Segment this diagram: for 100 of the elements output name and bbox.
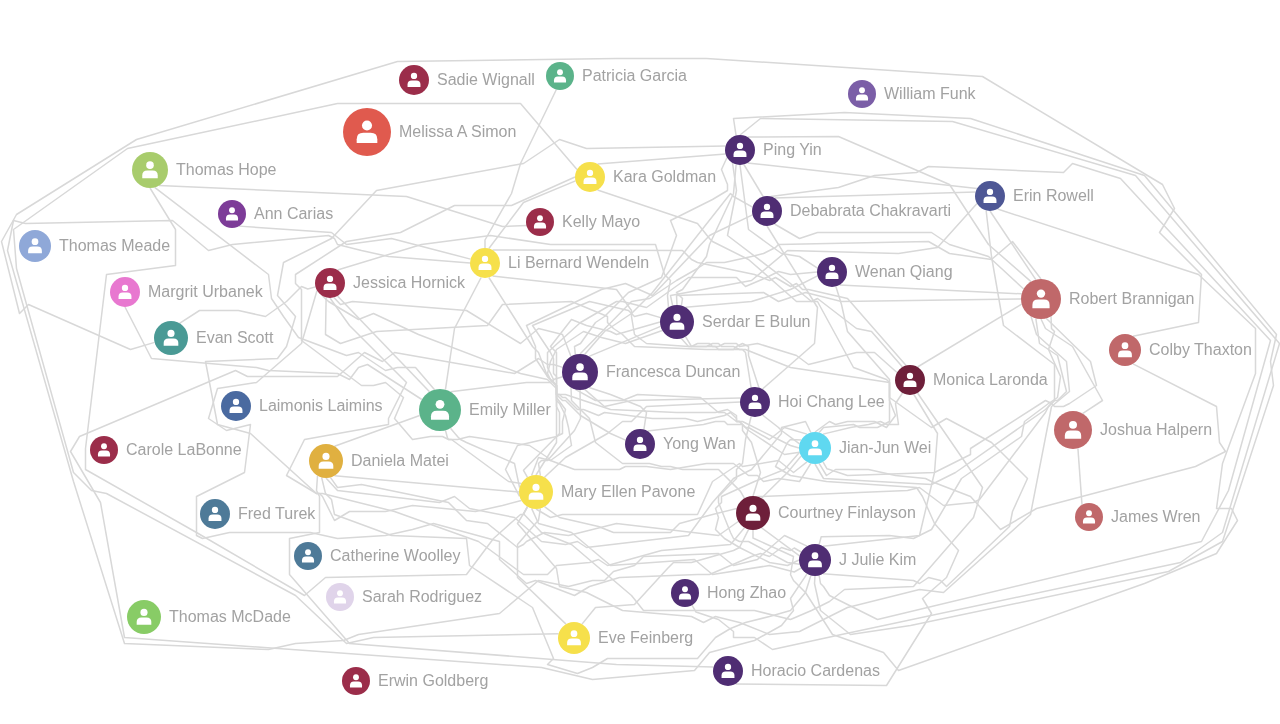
edge-line	[321, 295, 801, 456]
person-name: Laimonis Laimins	[258, 397, 384, 415]
edge-line	[531, 300, 800, 449]
person-name: Debabrata Chakravarti	[789, 202, 952, 220]
edge-line	[574, 388, 808, 441]
person-name: Ann Carias	[253, 205, 335, 223]
person-name: Erin Rowell	[1012, 187, 1095, 205]
person-name: Thomas Hope	[175, 161, 278, 179]
edge-line	[549, 318, 661, 441]
edge-line	[204, 138, 727, 522]
person-name: Li Bernard Wendeln	[507, 254, 651, 272]
person-name: Jessica Hornick	[352, 274, 467, 292]
edge-line	[153, 186, 436, 391]
edge-line	[818, 363, 1227, 531]
edge-line	[684, 335, 898, 374]
edge-line	[714, 451, 801, 567]
person-name: Fred Turek	[237, 505, 317, 523]
edge-line	[324, 296, 760, 389]
edge-line	[596, 189, 904, 368]
edge-line	[760, 455, 802, 500]
edge-line	[838, 284, 1023, 295]
person-name: William Funk	[883, 85, 977, 103]
edge-line	[333, 474, 520, 493]
edge-line	[488, 180, 577, 250]
edge-line	[294, 176, 576, 485]
edge-line	[158, 184, 528, 228]
person-name: Mary Ellen Pavone	[560, 483, 697, 501]
edge-line	[124, 306, 423, 401]
edge-line	[583, 192, 754, 356]
edge-line	[336, 234, 672, 309]
person-name: Hoi Chang Lee	[777, 393, 886, 411]
edge-line	[195, 289, 802, 597]
edge-line	[543, 505, 738, 534]
person-name: Jian-Jun Wei	[838, 439, 933, 457]
edge-line	[756, 317, 1068, 507]
edge-line	[285, 297, 746, 576]
edge-line	[12, 102, 578, 645]
edge-line	[822, 393, 939, 547]
edge-line	[320, 476, 812, 675]
edge-line	[516, 507, 567, 625]
edge-line	[238, 225, 472, 260]
person-name: Monica Laronda	[932, 371, 1049, 389]
person-name: Eve Feinberg	[597, 629, 695, 647]
edge-line	[522, 214, 754, 479]
edge-line	[773, 191, 977, 199]
person-name: Robert Brannigan	[1068, 290, 1196, 308]
edge-line	[814, 209, 1056, 486]
edge-line	[516, 315, 1071, 636]
edge-line	[522, 392, 984, 621]
edge-line	[504, 270, 818, 498]
edge-line	[288, 474, 715, 668]
person-name: Kara Goldman	[612, 168, 718, 186]
edge-line	[491, 275, 752, 389]
edge-line	[734, 438, 960, 687]
edge-line	[761, 225, 819, 390]
edge-line	[773, 223, 1025, 290]
person-name: Sadie Wignall	[436, 71, 536, 89]
edge-line	[6, 219, 808, 651]
edge-line	[1040, 318, 1104, 415]
edge-line	[675, 291, 1022, 306]
edge-line	[818, 285, 891, 434]
edge-line	[449, 375, 564, 393]
edge-line	[684, 275, 819, 309]
edge-line	[579, 240, 1042, 355]
edge-line	[680, 337, 1029, 588]
person-name: Serdar E Bulun	[701, 313, 812, 331]
edge-line	[596, 153, 727, 165]
person-name: Daniela Matei	[350, 452, 450, 470]
edge-line	[333, 414, 421, 448]
edge-line	[491, 249, 907, 367]
edge-line	[717, 415, 801, 565]
person-name: James Wren	[1110, 508, 1202, 526]
edge-line	[726, 162, 897, 433]
person-name: Yong Wan	[662, 435, 737, 453]
person-name: Emily Miller	[468, 401, 552, 419]
edge-line	[530, 329, 664, 477]
edge-line	[646, 420, 762, 497]
edge-line	[746, 135, 1032, 283]
person-name: Thomas Meade	[58, 237, 172, 255]
edge-line	[178, 285, 317, 325]
edge-line	[537, 389, 582, 477]
person-name: Melissa A Simon	[398, 123, 518, 141]
edge-line	[743, 163, 764, 198]
person-name: Patricia Garcia	[581, 67, 688, 85]
edge-line	[333, 296, 572, 358]
edge-line	[484, 88, 558, 249]
edge-line	[0, 57, 1203, 351]
edge-line	[581, 528, 750, 625]
edge-line	[444, 429, 812, 483]
edge-line	[444, 276, 482, 391]
edge-line	[1077, 447, 1083, 506]
person-name: Ping Yin	[762, 141, 823, 159]
person-name: Colby Thaxton	[1148, 341, 1253, 359]
person-name: J Julie Kim	[838, 551, 918, 569]
edge-line	[761, 414, 801, 445]
edge-line	[336, 295, 431, 393]
edge-line	[675, 163, 737, 307]
edge-line	[746, 162, 978, 190]
edge-line	[989, 210, 1037, 281]
edge-line	[488, 276, 558, 476]
